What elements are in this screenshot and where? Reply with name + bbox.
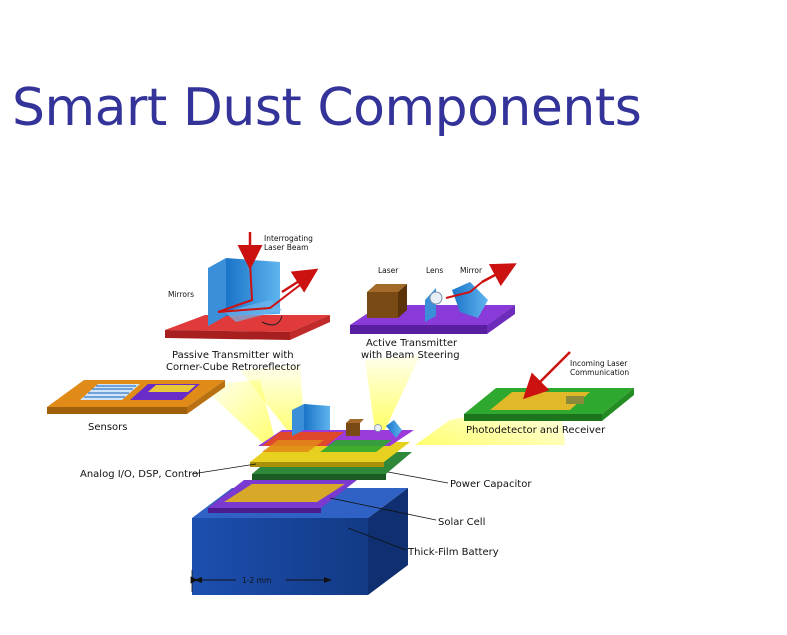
stack-labels: Analog I/O, DSP, Control Power Capacitor… xyxy=(80,463,532,558)
passive-caption-2: Corner-Cube Retroreflector xyxy=(166,362,301,373)
lens-label: Lens xyxy=(426,266,443,275)
active-transmitter: Laser Lens Mirror Active Transmitter wit… xyxy=(350,263,517,361)
passive-caption-1: Passive Transmitter with xyxy=(172,350,294,361)
beam-label-1: Interrogating xyxy=(264,234,313,243)
mote-stack xyxy=(192,404,414,595)
active-caption-2: with Beam Steering xyxy=(361,350,460,361)
incoming-label-1: Incoming Laser xyxy=(570,359,628,368)
beam-label-2: Laser Beam xyxy=(264,243,308,252)
lens xyxy=(429,291,443,305)
dimension-label: 1-2 mm xyxy=(242,576,271,585)
light-beams xyxy=(200,355,565,445)
laser-box-front xyxy=(367,292,398,318)
steering-mirror xyxy=(452,282,488,318)
mirror-label: Mirror xyxy=(460,266,483,275)
solar-cell-label: Solar Cell xyxy=(438,517,485,528)
passive-transmitter: Interrogating Laser Beam Mirrors Passive… xyxy=(165,232,330,373)
sensors-label: Sensors xyxy=(88,422,128,433)
mirrors-label: Mirrors xyxy=(168,290,194,299)
battery-label: Thick-Film Battery xyxy=(407,547,499,558)
photodetector-board: Incoming Laser Communication Photodetect… xyxy=(464,351,634,436)
laser-label: Laser xyxy=(378,266,399,275)
photodetector-caption: Photodetector and Receiver xyxy=(466,425,606,436)
analog-label: Analog I/O, DSP, Control xyxy=(80,469,201,480)
sensors-board: Sensors xyxy=(47,380,225,433)
slide-title: Smart Dust Components xyxy=(12,78,642,138)
dimension-marker: 1-2 mm xyxy=(190,570,332,592)
power-capacitor-label: Power Capacitor xyxy=(450,479,532,490)
active-caption-1: Active Transmitter xyxy=(366,338,458,349)
thick-film-battery xyxy=(192,518,368,595)
mirror-panel-left xyxy=(208,258,226,326)
incoming-label-2: Communication xyxy=(570,368,629,377)
